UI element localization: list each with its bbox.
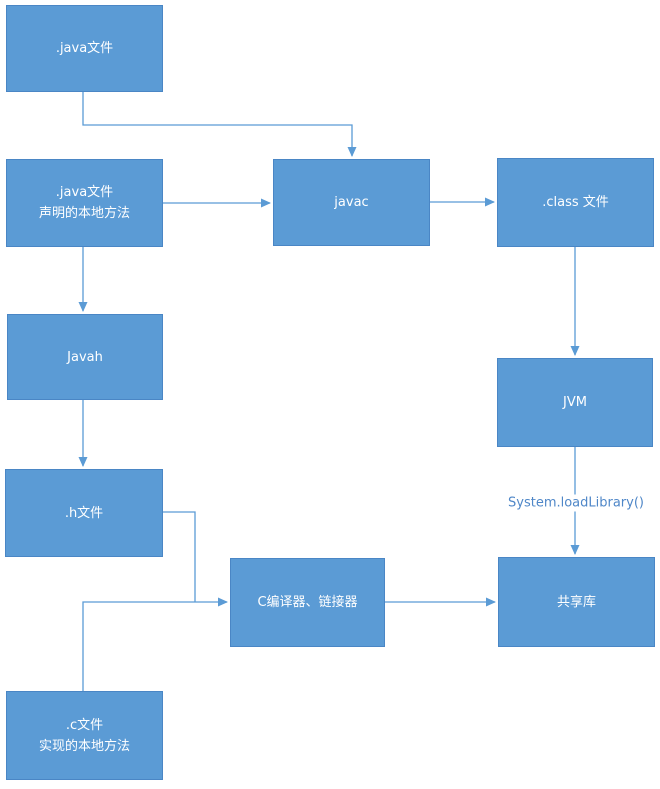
node-c-file-native-impl: .c文件 实现的本地方法 bbox=[6, 691, 163, 780]
node-java-file-native-methods: .java文件 声明的本地方法 bbox=[6, 159, 163, 247]
edge-hfile-to-ccompiler bbox=[163, 511, 196, 602]
node-jvm: JVM bbox=[497, 358, 653, 447]
node-c-compiler-linker: C编译器、链接器 bbox=[230, 558, 385, 647]
node-java-file: .java文件 bbox=[6, 5, 163, 92]
edge-label-system-loadlibrary: System.loadLibrary() bbox=[505, 494, 647, 512]
node-h-file: .h文件 bbox=[5, 469, 163, 557]
node-class-file: .class 文件 bbox=[497, 158, 654, 247]
node-javah: Javah bbox=[7, 314, 163, 400]
edge-javafile-to-javac bbox=[82, 92, 357, 157]
node-javac: javac bbox=[273, 159, 430, 246]
edge-cfile-to-ccompiler bbox=[82, 597, 228, 691]
node-shared-library: 共享库 bbox=[498, 557, 655, 647]
